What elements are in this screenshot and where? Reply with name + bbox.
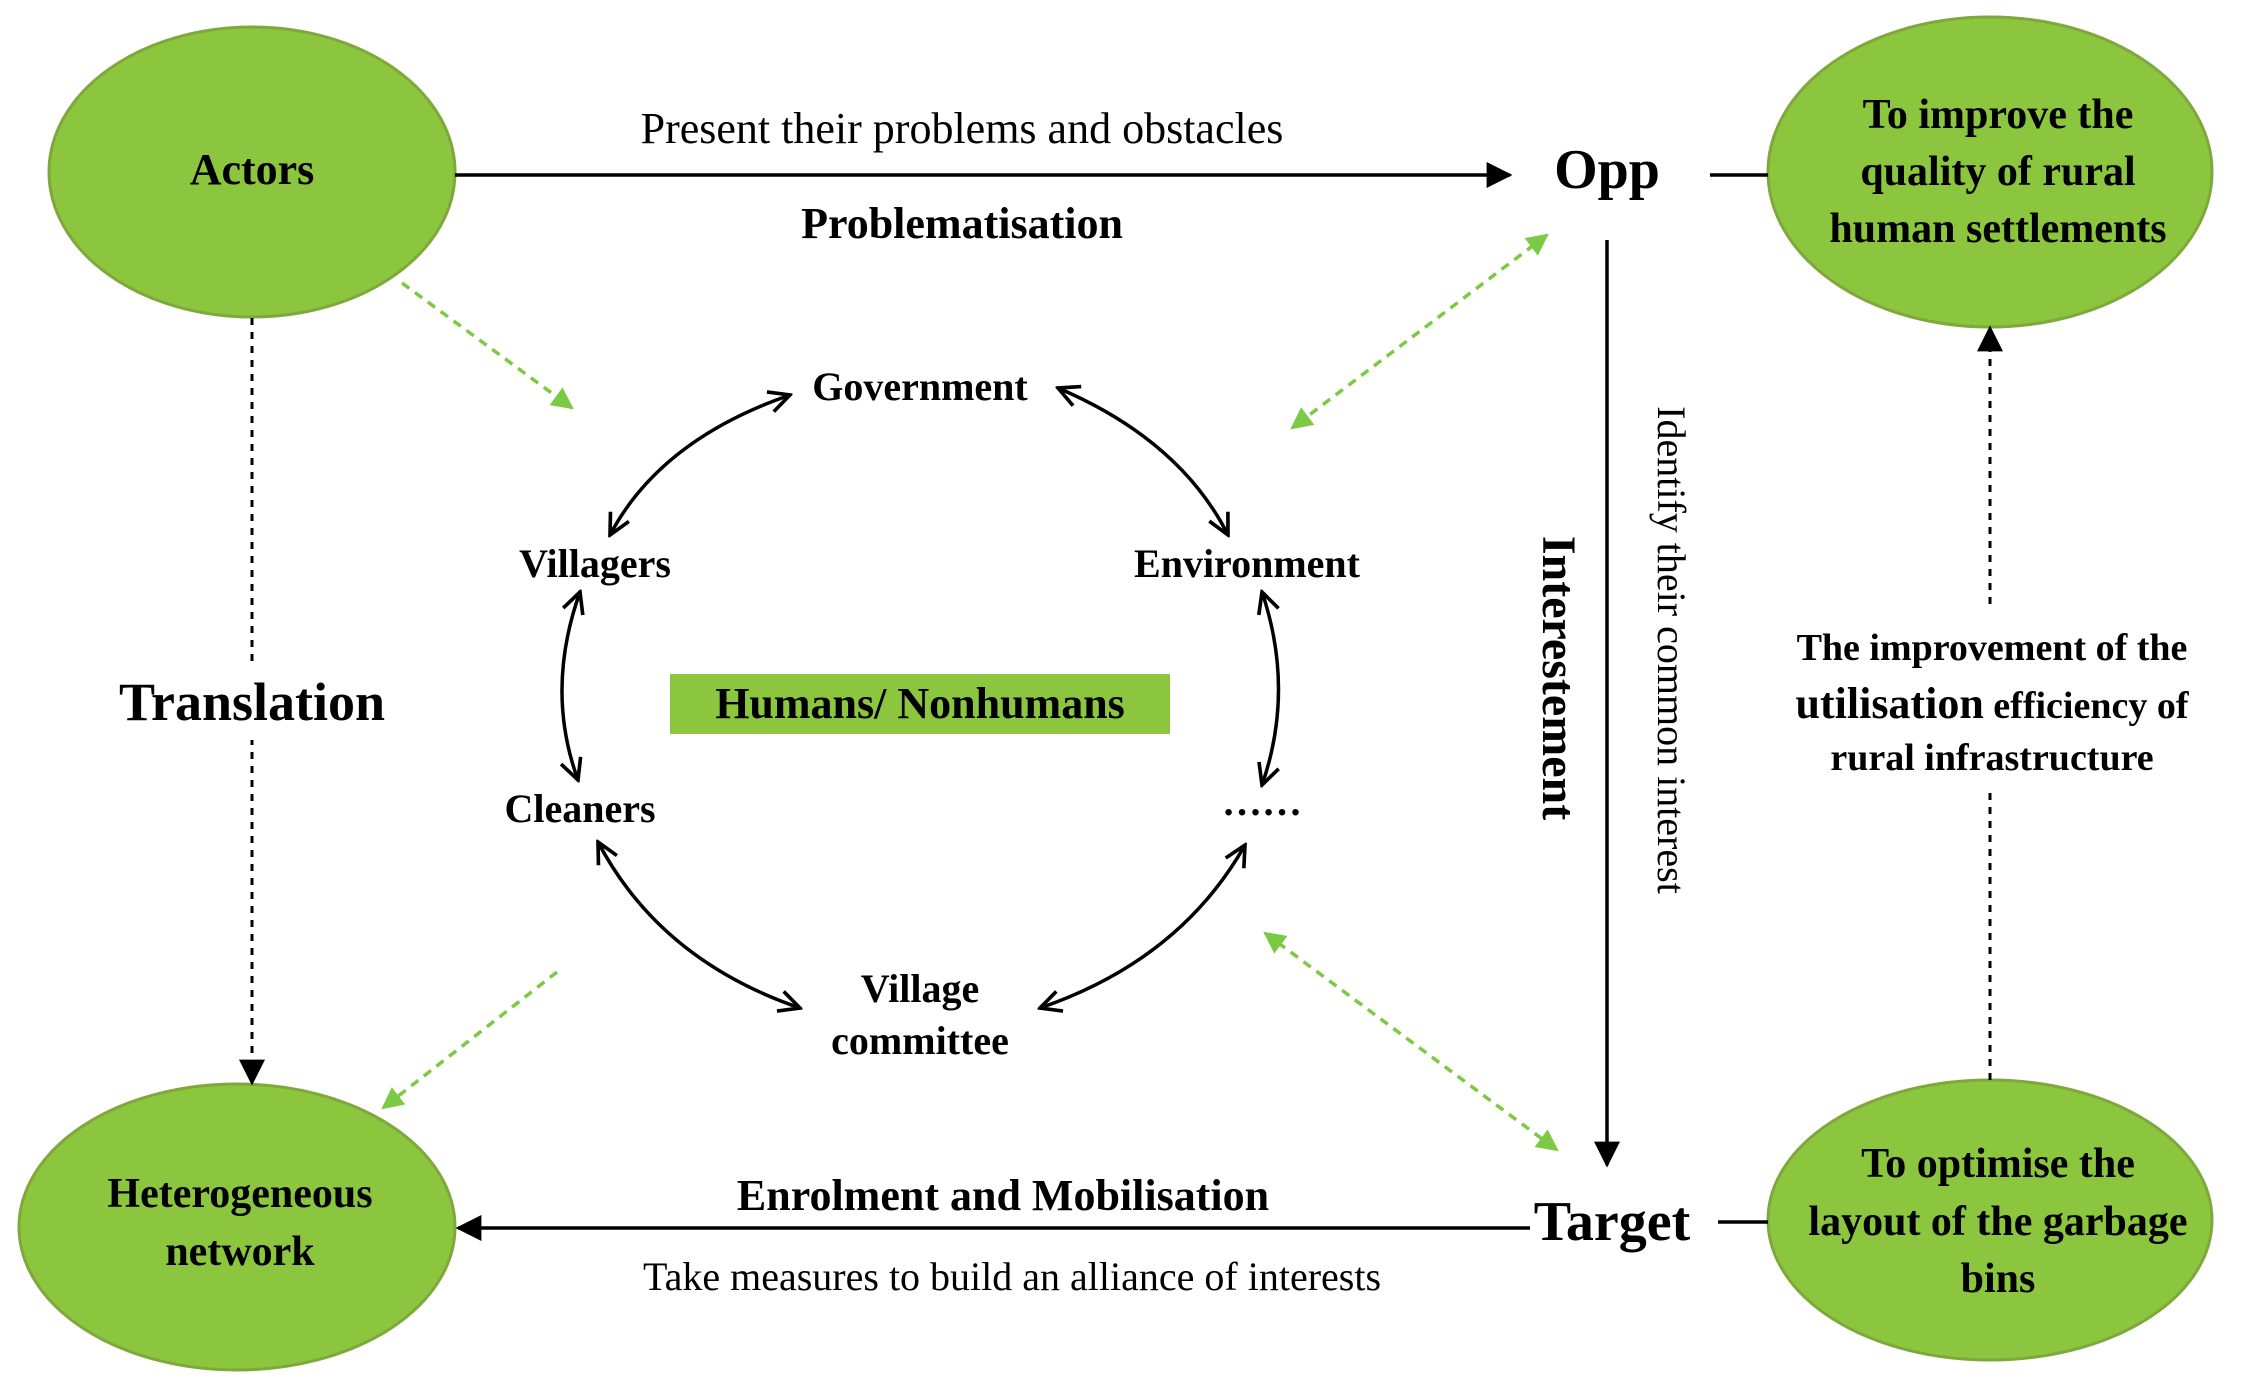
goal-top-line3: human settlements [1829, 206, 2166, 252]
target-label: Target [1534, 1191, 1691, 1253]
green-arrow-cycle-network [381, 970, 559, 1110]
goal-bottom-line1: To optimise the [1861, 1141, 2135, 1187]
cycle-village-committee-line1: Village [861, 966, 980, 1011]
actors-label: Actors [190, 145, 315, 194]
network-line2: network [165, 1229, 315, 1275]
enrolment-label: Enrolment and Mobilisation [737, 1171, 1269, 1220]
interestement-label: Interestement [1532, 536, 1585, 820]
improvement-line3: rural infrastructure [1830, 737, 2153, 779]
enrolment-description: Take measures to build an alliance of in… [643, 1254, 1381, 1299]
problematisation-label: Problematisation [801, 199, 1123, 248]
goal-bottom-line3: bins [1961, 1256, 2036, 1302]
improvement-line1: The improvement of the [1797, 627, 2188, 669]
cycle-arrow-villagers-government [610, 395, 790, 535]
network-node [17, 1082, 457, 1372]
goal-bottom-line2: layout of the garbage [1808, 1199, 2187, 1245]
cycle-ellipsis: …… [1222, 779, 1302, 824]
goal-top-line2: quality of rural [1860, 149, 2135, 195]
cycle-arrow-cleaners-villagers [562, 592, 580, 780]
cycle-government: Government [812, 364, 1028, 409]
green-arrow-opp-cycle [1290, 233, 1549, 430]
network-line1: Heterogeneous [107, 1171, 372, 1217]
interestement-description: Identify their common interest [1649, 406, 1694, 894]
opp-label: Opp [1554, 139, 1660, 201]
improvement-line2-small: efficiency of [1984, 685, 2190, 727]
improvement-line2-big: utilisation [1796, 679, 1984, 728]
green-arrow-actors-cycle [400, 281, 574, 410]
actors-node [47, 25, 457, 319]
cycle-arrow-committee-cleaners [598, 842, 800, 1008]
goal-top-line1: To improve the [1863, 92, 2134, 138]
cycle-village-committee-line2: committee [831, 1018, 1009, 1063]
translation-label: Translation [119, 672, 385, 732]
cycle-arrow-environment-ellipsis [1262, 592, 1281, 785]
improvement-label-bg [1745, 610, 2235, 790]
cycle-cleaners: Cleaners [504, 786, 655, 831]
cycle-arrow-ellipsis-committee [1040, 845, 1245, 1008]
center-label-box [670, 674, 1170, 734]
cycle-arrow-government-environment [1058, 388, 1228, 535]
green-arrow-cycle-target [1263, 931, 1559, 1152]
center-label: Humans/ Nonhumans [715, 679, 1125, 728]
improvement-line2: utilisation efficiency of [1796, 679, 2190, 728]
cycle-villagers: Villagers [519, 541, 671, 586]
cycle-environment: Environment [1134, 541, 1361, 586]
translation-label-bg [100, 668, 410, 740]
problematisation-description: Present their problems and obstacles [641, 104, 1284, 153]
